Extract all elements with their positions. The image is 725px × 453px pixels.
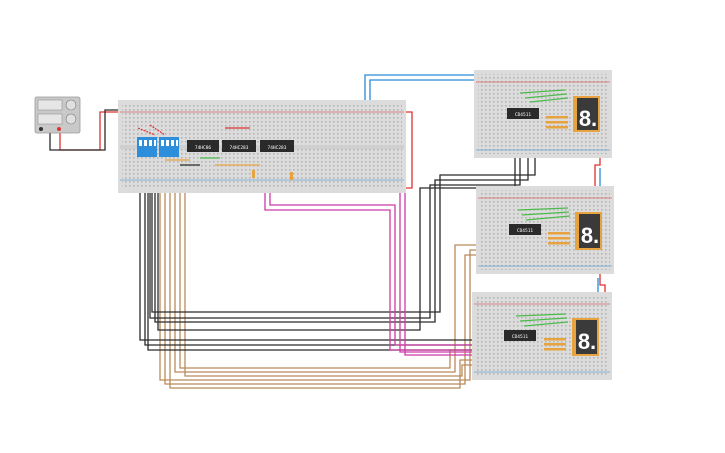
lcd-display-icon xyxy=(37,113,63,125)
decoder-label: CD4511 xyxy=(515,112,532,118)
knob-icon[interactable] xyxy=(65,99,77,111)
chip-label: 74HC86 xyxy=(195,145,212,151)
main-board-jumpers xyxy=(137,124,260,166)
chip-74hc283-2[interactable]: 74HC283 xyxy=(260,140,294,152)
seven-segment-display[interactable] xyxy=(577,98,598,130)
resistor-array[interactable] xyxy=(546,116,568,129)
green-jumpers xyxy=(519,89,569,103)
digit-readout: 8. xyxy=(578,329,596,354)
display-board-2[interactable]: CD4511 8. xyxy=(476,186,614,274)
chip-74hc283-1[interactable]: 74HC283 xyxy=(222,140,256,152)
power-supply[interactable] xyxy=(34,96,81,134)
main-breadboard[interactable]: 74HC86 74HC283 74HC283 xyxy=(118,100,406,193)
resistor[interactable] xyxy=(290,172,293,180)
brown-wire-bundle[interactable] xyxy=(159,170,480,389)
display-board-3[interactable]: CD4511 8. xyxy=(472,292,612,380)
knob-icon[interactable] xyxy=(65,113,77,125)
digit-readout: 8. xyxy=(581,223,599,248)
display-board-1[interactable]: CD4511 8. xyxy=(474,70,612,158)
lcd-display-icon xyxy=(37,99,63,111)
chip-label: 74HC283 xyxy=(268,145,287,151)
power-wire-black[interactable] xyxy=(49,109,118,151)
decoder-chip[interactable] xyxy=(504,330,536,341)
seven-segment-display[interactable] xyxy=(576,320,597,354)
green-jumpers xyxy=(515,313,569,327)
dip-switch-b[interactable] xyxy=(159,137,179,157)
resistor-array[interactable] xyxy=(544,338,566,351)
decoder-label: CD4511 xyxy=(517,228,534,234)
green-jumpers xyxy=(517,207,571,221)
chip-74hc86[interactable]: 74HC86 xyxy=(187,140,219,152)
chip-label: 74HC283 xyxy=(230,145,249,151)
terminal-negative[interactable] xyxy=(39,127,43,131)
digit-readout: 8. xyxy=(579,106,597,131)
resistor[interactable] xyxy=(252,170,255,178)
decoder-label: CD4511 xyxy=(512,334,529,340)
decoder-chip[interactable] xyxy=(507,108,539,119)
seven-segment-display[interactable] xyxy=(579,214,600,248)
blue-wire-bundle[interactable] xyxy=(364,74,601,292)
resistor-array[interactable] xyxy=(548,232,570,245)
decoder-chip[interactable] xyxy=(509,224,541,235)
dip-switch-a[interactable] xyxy=(137,137,157,157)
terminal-positive[interactable] xyxy=(57,127,61,131)
